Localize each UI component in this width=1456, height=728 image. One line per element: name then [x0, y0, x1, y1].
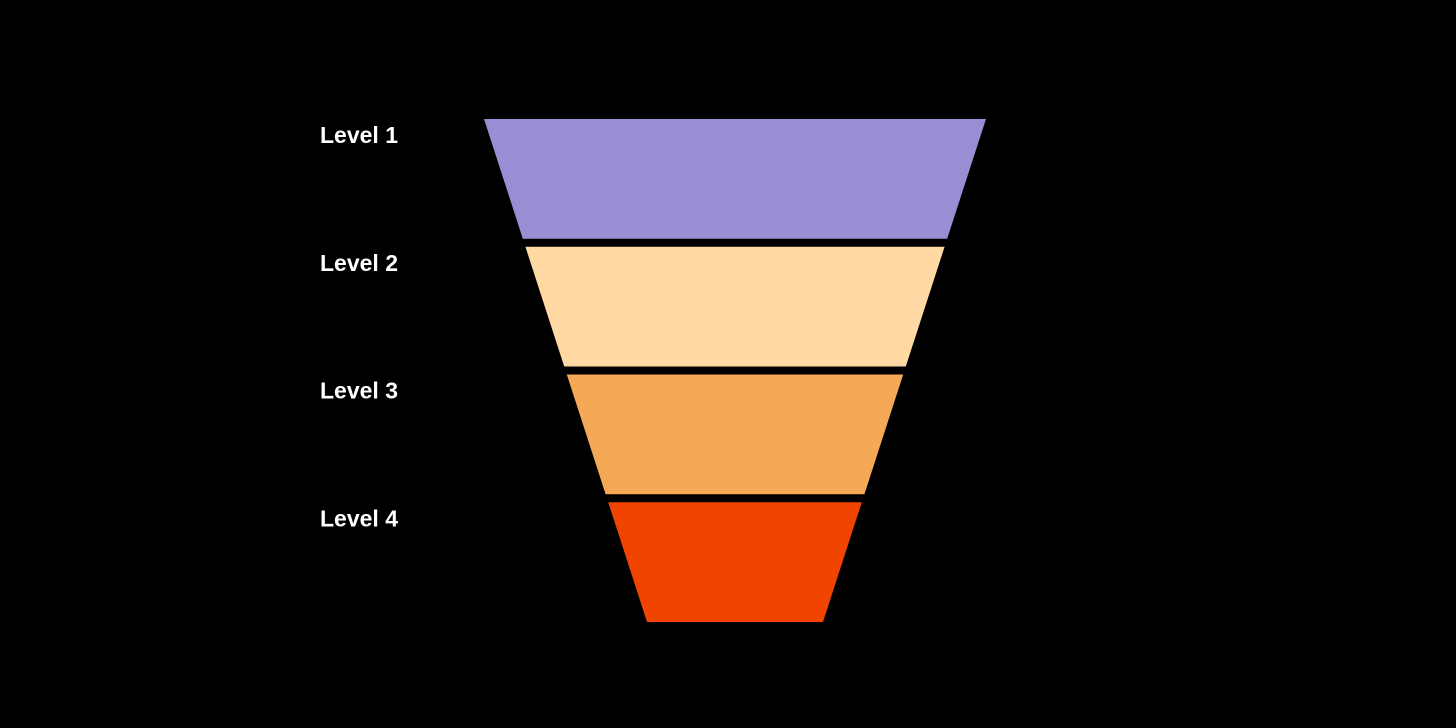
funnel-levels: Level 1 Level 2 Level 3 Level 4	[320, 119, 986, 622]
level-label-1: Level 1	[320, 122, 398, 148]
funnel-band-level-1	[484, 119, 986, 239]
funnel-band-level-4	[608, 502, 862, 622]
funnel-band-level-2	[525, 246, 945, 367]
level-label-4: Level 4	[320, 505, 398, 531]
funnel-band-level-3	[566, 374, 904, 495]
level-label-2: Level 2	[320, 250, 398, 276]
level-label-3: Level 3	[320, 378, 398, 404]
